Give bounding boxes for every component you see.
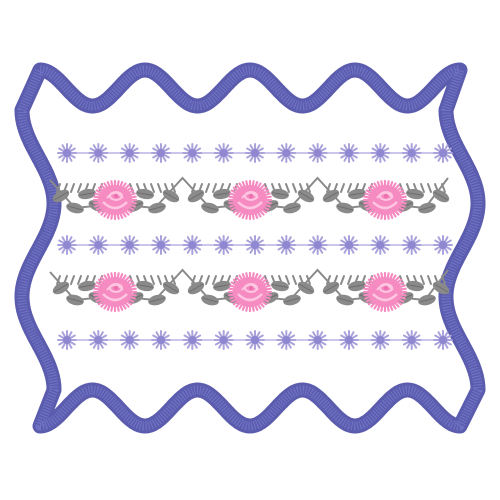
leaf-cluster — [322, 183, 376, 214]
flower-band-1 — [57, 143, 453, 163]
small-flower — [433, 330, 453, 350]
small-flower — [119, 330, 140, 350]
small-flower — [213, 143, 234, 163]
small-flower — [213, 330, 234, 350]
rose — [227, 179, 273, 221]
small-flower — [307, 143, 328, 163]
rose — [227, 271, 273, 313]
small-flower — [213, 235, 234, 255]
flower-band-3 — [57, 330, 453, 350]
small-flower — [57, 235, 77, 255]
small-flower — [276, 330, 297, 350]
small-flower — [57, 330, 77, 350]
small-flower — [182, 330, 203, 350]
small-flower — [370, 143, 391, 163]
rose-vine-row-1 — [49, 176, 450, 221]
rose — [92, 271, 138, 313]
small-flower — [433, 235, 453, 255]
small-flower — [370, 330, 391, 350]
small-flower — [182, 235, 203, 255]
small-flower — [182, 143, 203, 163]
flower-bands — [57, 143, 453, 350]
rose-vines — [49, 176, 450, 313]
small-flower — [276, 143, 297, 163]
small-flower — [370, 235, 391, 255]
rose-vine-row-2 — [49, 268, 450, 313]
small-flower — [276, 235, 297, 255]
small-flower — [401, 330, 422, 350]
small-flower — [151, 143, 171, 163]
small-flower — [339, 143, 359, 163]
small-flower — [245, 235, 265, 255]
small-flower — [339, 330, 359, 350]
small-flower — [401, 143, 422, 163]
wavy-frame — [14, 62, 486, 434]
small-flower — [119, 143, 140, 163]
small-flower — [151, 235, 171, 255]
small-flower — [57, 143, 77, 163]
small-flower — [245, 143, 265, 163]
small-flower — [88, 330, 109, 350]
small-flower — [88, 143, 109, 163]
rose — [92, 179, 138, 221]
small-flower — [245, 330, 265, 350]
small-flower — [119, 235, 140, 255]
small-flower — [401, 235, 422, 255]
small-flower — [307, 330, 328, 350]
rose — [362, 271, 408, 313]
small-flower — [151, 330, 171, 350]
rose — [362, 179, 408, 221]
frame-satin-stitches — [17, 65, 483, 431]
small-flower — [433, 143, 453, 163]
small-flower — [339, 235, 359, 255]
leaf-cluster — [187, 183, 241, 214]
flower-band-2 — [57, 235, 453, 255]
small-flower — [88, 235, 109, 255]
small-flower — [307, 235, 328, 255]
